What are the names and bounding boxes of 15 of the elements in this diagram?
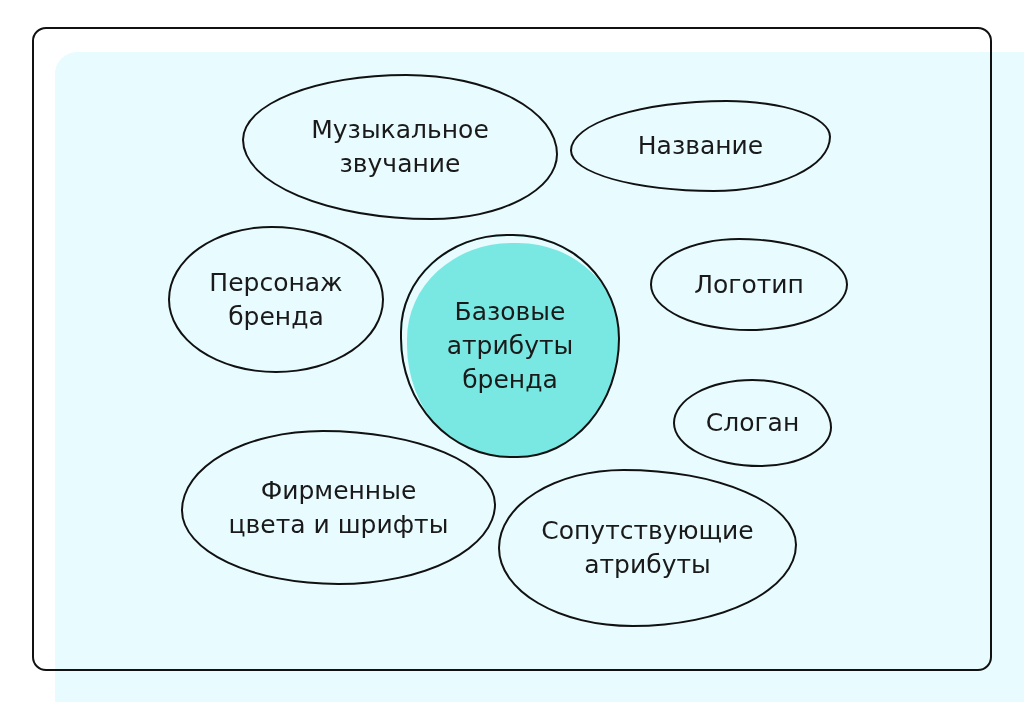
bubble-label: Сопутствующие атрибуты <box>540 515 755 581</box>
bubble-label: Персонаж бренда <box>208 266 344 333</box>
bubble-shape <box>242 74 558 220</box>
bubble-shape <box>570 100 831 192</box>
bubble-label: Слоган <box>705 407 800 439</box>
bubble-label: Музыкальное звучание <box>310 114 490 180</box>
bubble-shape <box>650 238 848 331</box>
bubble-shape <box>673 379 832 467</box>
bubble-shape <box>181 430 496 585</box>
bubble-shape <box>168 226 384 373</box>
bubble-label: Фирменные цвета и шрифты <box>227 474 450 541</box>
bubble-label: Логотип <box>694 268 804 301</box>
bubble-label: Название <box>637 130 764 162</box>
bubble-label: Базовые атрибуты бренда <box>445 296 575 396</box>
bubble-shape <box>498 469 797 627</box>
